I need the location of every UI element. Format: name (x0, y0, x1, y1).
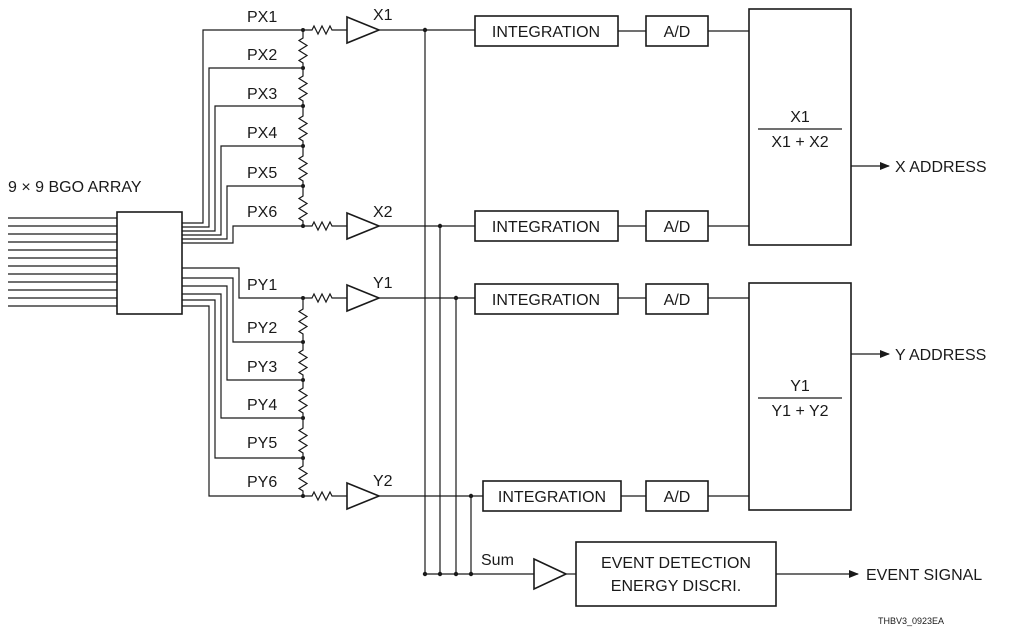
y-resistor-chain (297, 298, 309, 496)
ad-y1-label: A/D (664, 292, 691, 309)
x2-amp-label: X2 (373, 204, 393, 221)
array-label: 9 × 9 BGO ARRAY (8, 179, 142, 196)
signal-lines (379, 27, 534, 577)
py3-label: PY3 (247, 359, 277, 376)
py-tap-wires (182, 267, 303, 497)
ad-to-divider-wires (708, 30, 749, 497)
py2-label: PY2 (247, 320, 277, 337)
px5-label: PX5 (247, 165, 277, 182)
sum-label: Sum (481, 552, 514, 569)
y2-amp-label: Y2 (373, 473, 393, 490)
y-ratio-numerator: Y1 (790, 378, 810, 395)
ad-x2-label: A/D (664, 219, 691, 236)
px2-label: PX2 (247, 47, 277, 64)
py4-label: PY4 (247, 397, 277, 414)
integration-x1-label: INTEGRATION (492, 24, 600, 41)
sum-amplifier (533, 557, 568, 591)
integration-x2: INTEGRATION (474, 210, 619, 242)
ad-x1: A/D (645, 15, 709, 47)
px1-label: PX1 (247, 9, 277, 26)
px-tap-wires (182, 29, 303, 244)
x-ratio-numerator: X1 (790, 109, 810, 126)
x1-amplifier (303, 15, 382, 45)
int-to-ad-wires (618, 30, 646, 497)
event-box-line2: ENERGY DISCRI. (611, 578, 741, 595)
py6-label: PY6 (247, 474, 277, 491)
integration-x2-label: INTEGRATION (492, 219, 600, 236)
px6-label: PX6 (247, 204, 277, 221)
x-address-label: X ADDRESS (895, 159, 987, 176)
py1-label: PY1 (247, 277, 277, 294)
ad-x1-label: A/D (664, 24, 691, 41)
y-divider-block: Y1 Y1 + Y2 (748, 282, 852, 511)
y-ratio-denominator: Y1 + Y2 (771, 403, 828, 420)
x-ratio-denominator: X1 + X2 (771, 134, 828, 151)
figure-id: THBV3_0923EA (878, 616, 944, 626)
px4-label: PX4 (247, 125, 277, 142)
x-resistor-chain (297, 30, 309, 226)
event-detection-block: EVENT DETECTION ENERGY DISCRI. (575, 541, 777, 607)
integration-y1: INTEGRATION (474, 283, 619, 315)
x2-amplifier (303, 211, 382, 241)
event-box-line1: EVENT DETECTION (601, 555, 751, 572)
ad-y2-label: A/D (664, 489, 691, 506)
py5-label: PY5 (247, 435, 277, 452)
px3-label: PX3 (247, 86, 277, 103)
ad-y2: A/D (645, 480, 709, 512)
integration-y1-label: INTEGRATION (492, 292, 600, 309)
y2-amplifier (303, 481, 382, 511)
y-address-label: Y ADDRESS (895, 347, 986, 364)
y1-amp-label: Y1 (373, 275, 393, 292)
ad-x2: A/D (645, 210, 709, 242)
x-divider-block: X1 X1 + X2 (748, 8, 852, 246)
integration-y2-label: INTEGRATION (498, 489, 606, 506)
ad-y1: A/D (645, 283, 709, 315)
integration-y2: INTEGRATION (482, 480, 622, 512)
bgo-array (8, 211, 183, 315)
x1-amp-label: X1 (373, 7, 393, 24)
event-signal-label: EVENT SIGNAL (866, 567, 982, 584)
integration-x1: INTEGRATION (474, 15, 619, 47)
y1-amplifier (303, 283, 382, 313)
